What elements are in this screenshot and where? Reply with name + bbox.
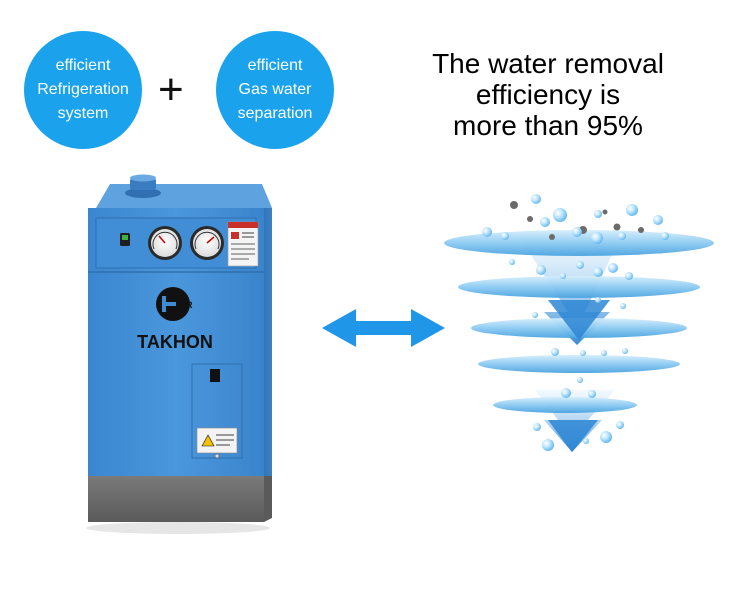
dust-particles [510, 201, 644, 240]
headline-line: more than 95% [453, 110, 643, 141]
water-bubbles [482, 194, 669, 451]
feature-line: Refrigeration [37, 81, 129, 98]
feature-line: Gas water [238, 81, 312, 98]
feature-line: system [57, 105, 109, 122]
efficiency-headline: The water removal efficiency is more tha… [400, 48, 696, 141]
logo-air-text: AIR [177, 300, 193, 310]
separation-disc [478, 355, 680, 373]
water-separation-illustration [444, 194, 714, 452]
machine-base [88, 476, 264, 522]
pressure-gauge-right [190, 226, 224, 260]
brand-name-text: TAKHON [137, 332, 213, 352]
headline-line: efficiency is [475, 79, 621, 110]
separation-disc [458, 276, 700, 298]
double-arrow-icon [322, 309, 445, 347]
feature-line: efficient [55, 57, 111, 74]
separation-disc [493, 397, 637, 413]
takhon-logo: AIR TAKHON [137, 287, 213, 352]
machine-top [96, 184, 272, 208]
pressure-gauge-left [148, 226, 182, 260]
separation-disc [444, 230, 714, 256]
access-door [191, 363, 243, 459]
feature-circle-refrigeration: efficient Refrigeration system [24, 31, 142, 149]
plus-sign: + [158, 65, 184, 114]
air-dryer-machine: AIR TAKHON [86, 174, 272, 534]
machine-side-panel [262, 208, 272, 476]
feature-line: efficient [247, 57, 303, 74]
machine-info-label [227, 221, 259, 267]
feature-line: separation [237, 105, 313, 122]
headline-line: The water removal [432, 48, 664, 79]
feature-circle-separation: efficient Gas water separation [216, 31, 334, 149]
